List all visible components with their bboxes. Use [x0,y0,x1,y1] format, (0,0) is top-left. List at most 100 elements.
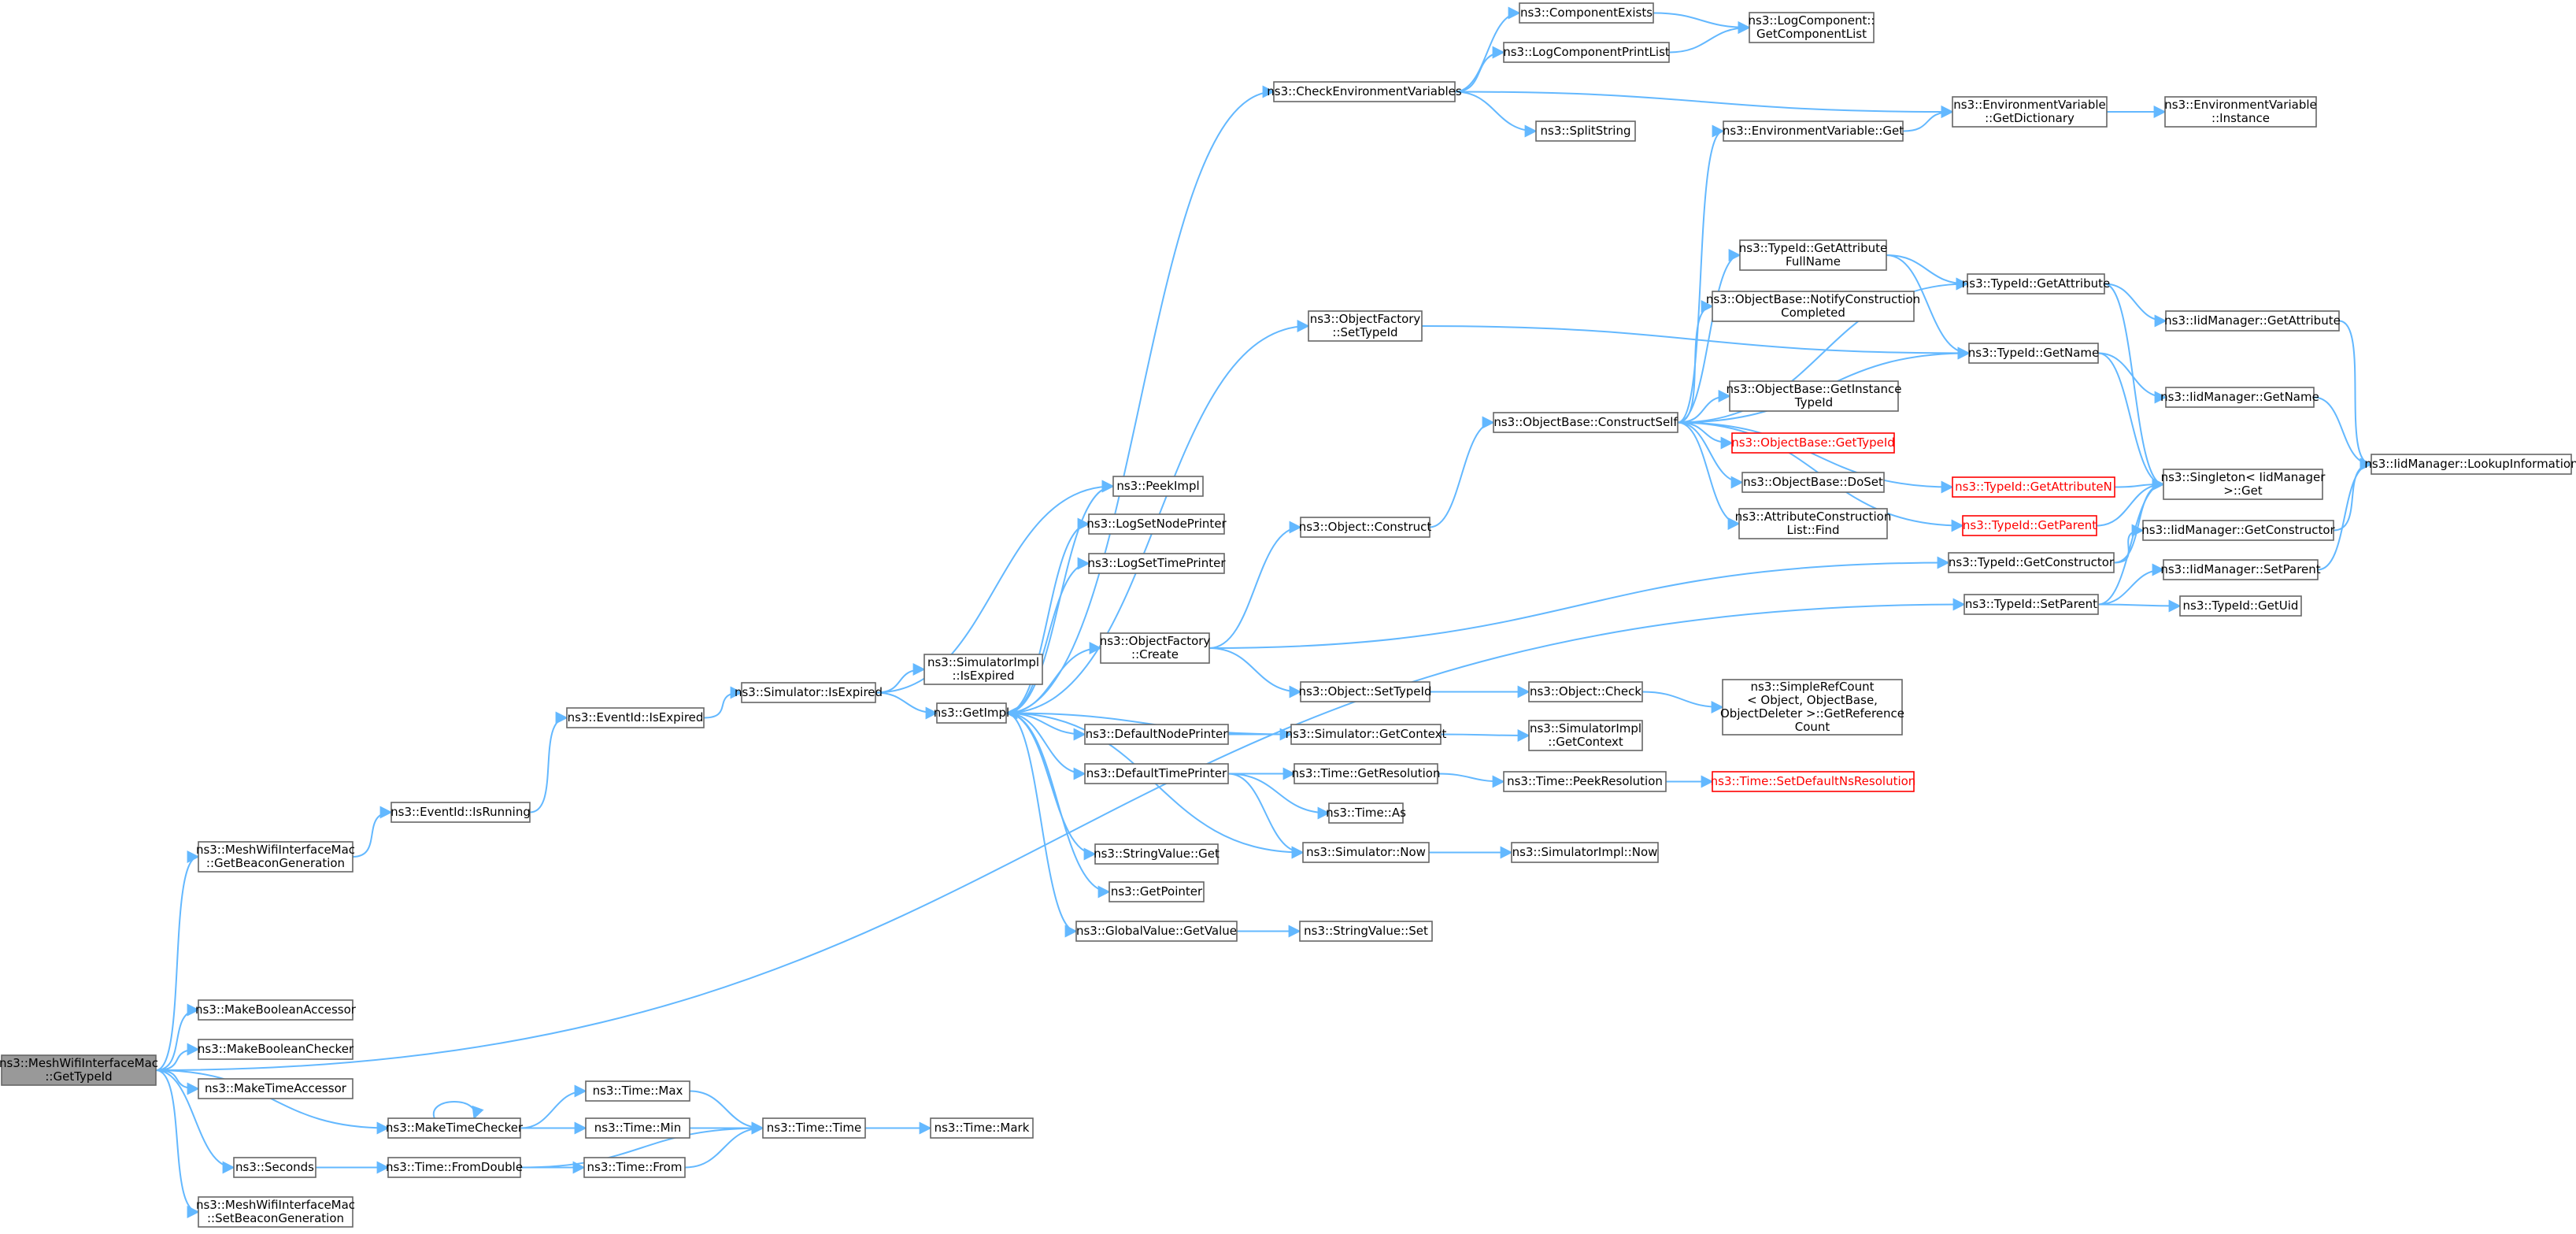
node-makebooleanaccessor[interactable]: ns3::MakeBooleanAccessor [195,999,357,1021]
node-label: ns3::SimulatorImpl::Now [1512,845,1658,859]
edge-typeid_getattributefullname-to-typeid_getname [1886,254,1971,360]
edge-iidmanager_getname-to-iidmanager_lookupinformation [2313,396,2373,471]
edge-iidmanager_getattribute-to-iidmanager_lookupinformation [2338,320,2373,471]
node-simulator_getcontext[interactable]: ns3::Simulator::GetContext [1286,724,1447,745]
node-time_peekresolution[interactable]: ns3::Time::PeekResolution [1503,771,1667,792]
node-envvar_get[interactable]: ns3::EnvironmentVariable::Get [1723,120,1904,142]
node-time_fromdouble[interactable]: ns3::Time::FromDouble [386,1157,523,1178]
node-objectfactory_create[interactable]: ns3::ObjectFactory::Create [1100,632,1211,664]
edge-simulator_isexpired-to-getimpl [875,691,938,720]
node-objectfactory_settypeid[interactable]: ns3::ObjectFactory::SetTypeId [1308,310,1423,342]
node-objectbase_gettypeid[interactable]: ns3::ObjectBase::GetTypeId [1731,432,1895,454]
node-eventid_isrunning[interactable]: ns3::EventId::IsRunning [390,802,531,823]
node-object_construct[interactable]: ns3::Object::Construct [1299,517,1432,538]
node-box [198,1078,353,1099]
node-time_from[interactable]: ns3::Time::From [583,1157,686,1178]
node-label: ns3::PeekImpl [1116,479,1199,493]
node-iidmanager_getattribute[interactable]: ns3::IidManager::GetAttribute [2164,310,2341,332]
node-iidmanager_getname[interactable]: ns3::IidManager::GetName [2160,387,2319,408]
node-stringvalue_set[interactable]: ns3::StringValue::Set [1299,921,1433,942]
edge-objectbase_constructself-to-envvar_get [1677,124,1725,424]
node-getbeacon[interactable]: ns3::MeshWifiInterfaceMac::GetBeaconGene… [196,841,355,873]
node-label: ns3::TypeId::GetAttribute [1962,276,2110,291]
node-time_as[interactable]: ns3::Time::As [1326,802,1406,824]
node-box [1741,472,1885,493]
edge-iidmanager_setparent-to-iidmanager_lookupinformation [2317,458,2373,571]
node-maketimeaccessor[interactable]: ns3::MakeTimeAccessor [198,1078,353,1099]
node-object_settypeid[interactable]: ns3::Object::SetTypeId [1299,681,1432,702]
edge-root-to-seconds [155,1069,235,1174]
node-iidmanager_setparent[interactable]: ns3::IidManager::SetParent [2160,559,2321,580]
node-box [1290,724,1442,745]
node-iidmanager_getconstructor[interactable]: ns3::IidManager::GetConstructor [2141,520,2336,541]
node-typeid_setparent[interactable]: ns3::TypeId::SetParent [1963,594,2099,615]
node-logcomponent_getcomponentlist[interactable]: ns3::LogComponent::GetComponentList [1749,12,1875,43]
node-label: ns3::SimulatorImpl [927,655,1039,669]
node-label: Completed [1781,306,1845,320]
node-label: ns3::Time::Time [767,1121,862,1135]
node-globalvalue_getvalue[interactable]: ns3::GlobalValue::GetValue [1075,921,1238,942]
node-peekimpl[interactable]: ns3::PeekImpl [1112,476,1204,497]
node-setbeacon[interactable]: ns3::MeshWifiInterfaceMac::SetBeaconGene… [196,1196,355,1228]
node-simimpl_getcontext[interactable]: ns3::SimulatorImpl::GetContext [1528,720,1643,751]
node-typeid_getname[interactable]: ns3::TypeId::GetName [1968,343,2099,364]
node-typeid_getconstructor[interactable]: ns3::TypeId::GetConstructor [1948,552,2115,573]
node-defaultnodeprinter[interactable]: ns3::DefaultNodePrinter [1084,724,1229,745]
node-maketimechecker[interactable]: ns3::MakeTimeChecker [386,1117,524,1139]
node-seconds[interactable]: ns3::Seconds [233,1157,316,1178]
node-root[interactable]: ns3::MeshWifiInterfaceMac::GetTypeId [0,1054,158,1086]
node-objectbase_doset[interactable]: ns3::ObjectBase::DoSet [1741,472,1885,493]
node-splitstring[interactable]: ns3::SplitString [1535,120,1636,142]
node-simulator_isexpired[interactable]: ns3::Simulator::IsExpired [735,682,883,703]
node-envvar_getdictionary[interactable]: ns3::EnvironmentVariable::GetDictionary [1952,96,2108,128]
node-box [1100,632,1210,664]
node-time_getresolution[interactable]: ns3::Time::GetResolution [1292,763,1441,784]
node-objectbase_notifyconstructioncompleted[interactable]: ns3::ObjectBase::NotifyConstructionCompl… [1706,291,1920,322]
node-box [1112,476,1204,497]
node-logcomponentprintlist[interactable]: ns3::LogComponentPrintList [1503,42,1670,63]
node-typeid_getparent[interactable]: ns3::TypeId::GetParent [1962,515,2097,536]
node-stringvalue_get[interactable]: ns3::StringValue::Get [1094,843,1220,865]
node-singleton_get[interactable]: ns3::Singleton< IidManager>::Get [2161,469,2326,500]
node-time_mark[interactable]: ns3::Time::Mark [930,1117,1034,1139]
edge-objectbase_constructself-to-attributeconstructionlist_find [1677,421,1741,530]
edge-defaulttimeprinter-to-simulator_now [1227,773,1305,859]
node-objectbase_constructself[interactable]: ns3::ObjectBase::ConstructSelf [1493,412,1678,433]
node-makebooleanchecker[interactable]: ns3::MakeBooleanChecker [198,1039,354,1060]
node-simulator_now[interactable]: ns3::Simulator::Now [1302,842,1430,863]
node-simplerefcount[interactable]: ns3::SimpleRefCount< Object, ObjectBase,… [1720,679,1904,736]
node-box [1273,81,1456,102]
node-simimpl_now[interactable]: ns3::SimulatorImpl::Now [1511,842,1659,863]
node-typeid_getuid[interactable]: ns3::TypeId::GetUid [2179,595,2302,617]
node-getimpl[interactable]: ns3::GetImpl [934,702,1009,724]
node-label: ObjectDeleter >::GetReference [1720,706,1904,721]
node-typeid_getattributen[interactable]: ns3::TypeId::GetAttributeN [1952,476,2115,498]
node-time_setdefaultnsresolution[interactable]: ns3::Time::SetDefaultNsResolution [1711,771,1916,792]
node-eventid_isexpired[interactable]: ns3::EventId::IsExpired [566,707,705,728]
node-box [2165,310,2340,332]
node-simimpl_isexpired[interactable]: ns3::SimulatorImpl::IsExpired [923,654,1043,685]
node-getpointer[interactable]: ns3::GetPointer [1108,881,1205,902]
node-logsettimeprinter[interactable]: ns3::LogSetTimePrinter [1087,553,1226,574]
node-box [762,1117,866,1139]
node-label: ns3::CheckEnvironmentVariables [1267,84,1462,98]
node-envvar_instance[interactable]: ns3::EnvironmentVariable::Instance [2164,96,2317,128]
node-box [2371,454,2572,475]
node-defaulttimeprinter[interactable]: ns3::DefaultTimePrinter [1084,763,1229,784]
node-typeid_getattribute[interactable]: ns3::TypeId::GetAttribute [1962,273,2110,295]
node-time_max[interactable]: ns3::Time::Max [585,1080,690,1102]
node-time_time[interactable]: ns3::Time::Time [762,1117,866,1139]
node-label: ns3::Time::SetDefaultNsResolution [1711,774,1916,788]
node-checkenv[interactable]: ns3::CheckEnvironmentVariables [1267,81,1462,102]
node-object_check[interactable]: ns3::Object::Check [1528,681,1643,702]
node-logsetnodeprinter[interactable]: ns3::LogSetNodePrinter [1086,513,1227,535]
edge-simulator_isexpired-to-peekimpl [875,480,1115,694]
node-componentexists[interactable]: ns3::ComponentExists [1519,2,1654,24]
node-label: ns3::MeshWifiInterfaceMac [196,843,355,857]
node-iidmanager_lookupinformation[interactable]: ns3::IidManager::LookupInformation [2364,454,2576,475]
node-time_min[interactable]: ns3::Time::Min [585,1117,690,1139]
node-box [1308,310,1423,342]
